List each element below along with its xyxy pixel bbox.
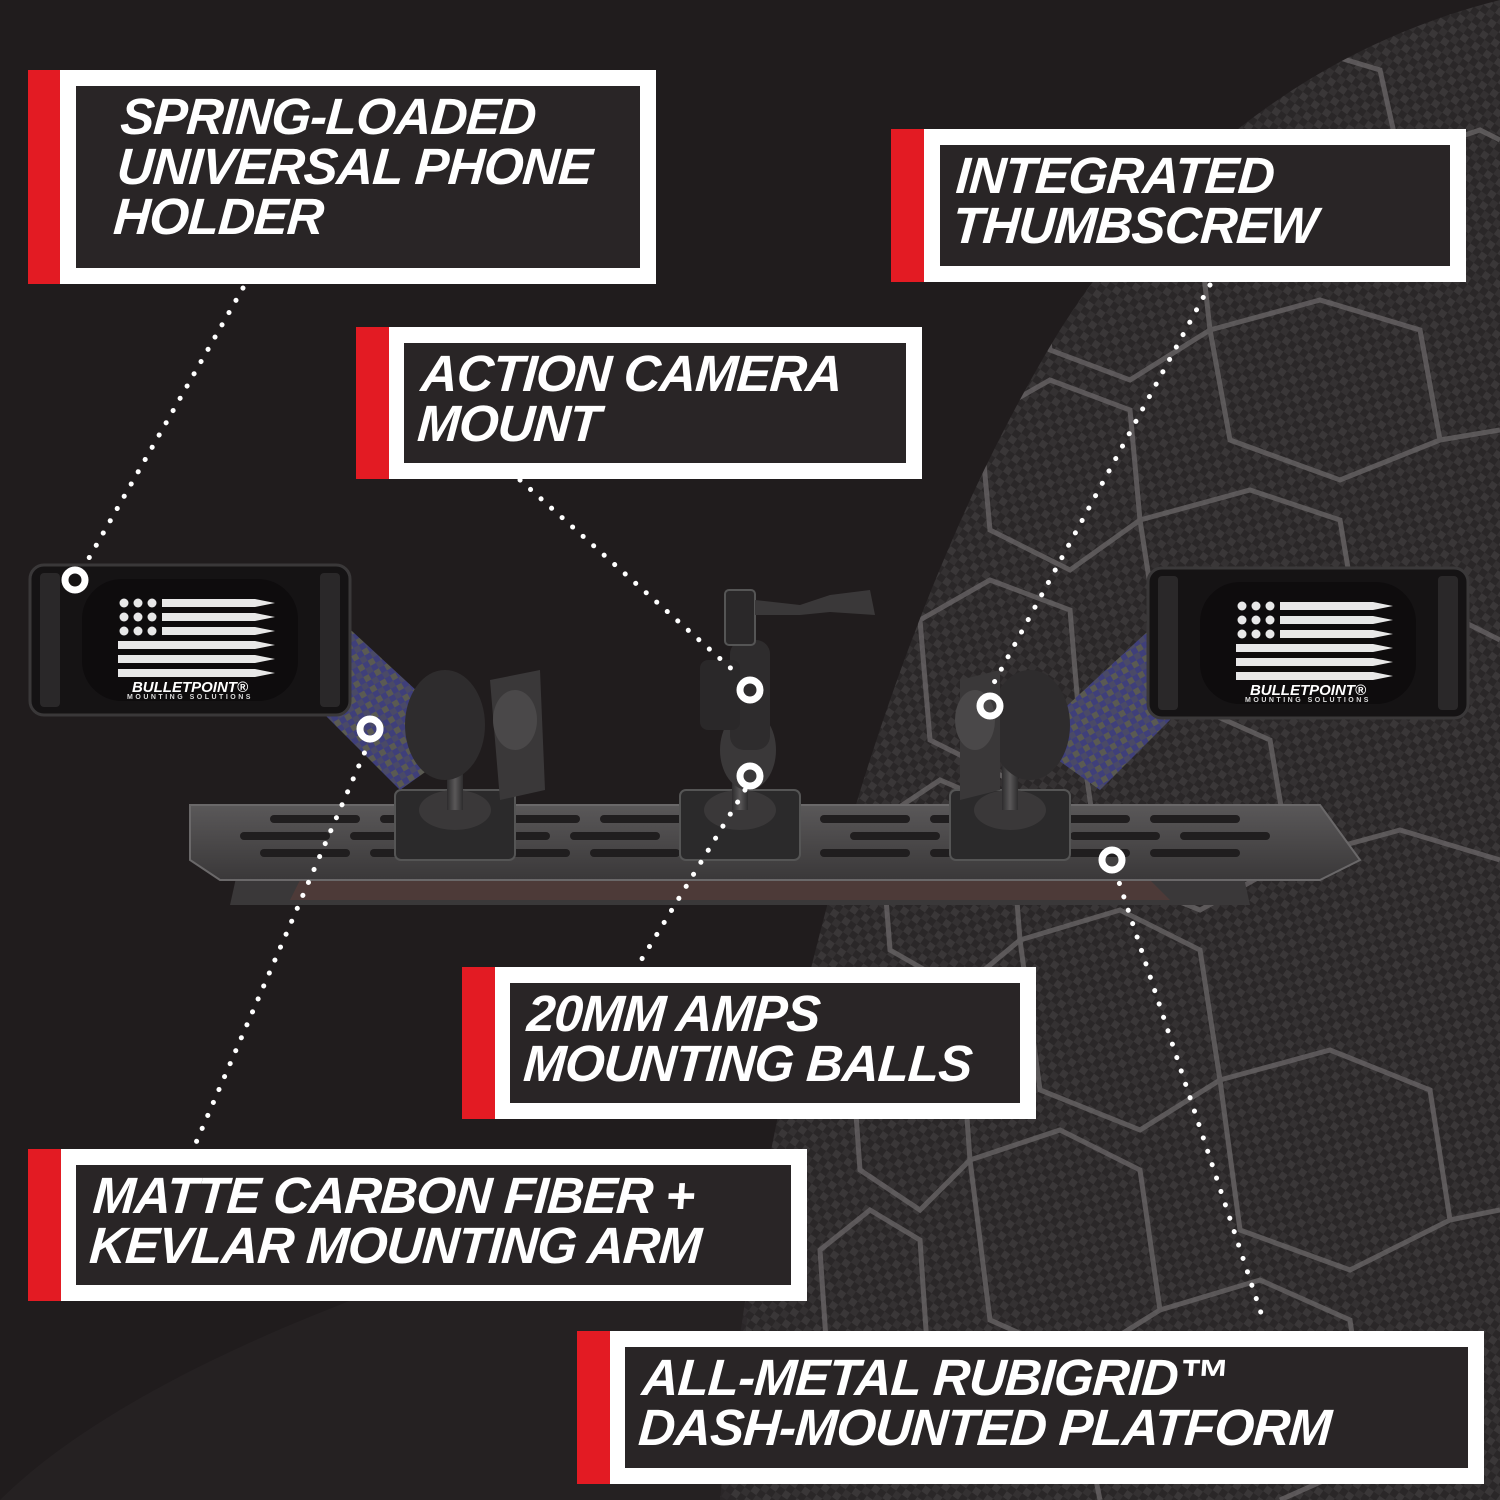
callout-mounting-balls: 20MM AMPS MOUNTING BALLS [462, 967, 1036, 1119]
accent-bar [577, 1331, 610, 1484]
callout-label: SPRING-LOADED UNIVERSAL PHONE HOLDER [111, 88, 594, 245]
callout-phone-holder: SPRING-LOADED UNIVERSAL PHONE HOLDER [28, 70, 656, 284]
accent-bar [28, 70, 60, 284]
callout-label: INTEGRATED THUMBSCREW [950, 147, 1319, 254]
callout-label: MATTE CARBON FIBER + KEVLAR MOUNTING ARM [87, 1167, 703, 1274]
svg-text:MOUNTING SOLUTIONS: MOUNTING SOLUTIONS [1245, 697, 1371, 704]
callout-camera-mount: ACTION CAMERA MOUNT [356, 327, 922, 479]
callout-label: ACTION CAMERA MOUNT [415, 345, 844, 452]
accent-bar [356, 327, 389, 479]
callout-mounting-arm: MATTE CARBON FIBER + KEVLAR MOUNTING ARM [28, 1149, 807, 1301]
svg-text:MOUNTING SOLUTIONS: MOUNTING SOLUTIONS [127, 694, 253, 701]
callout-platform: ALL-METAL RUBIGRID™ DASH-MOUNTED PLATFOR… [577, 1331, 1484, 1484]
accent-bar [891, 129, 924, 282]
brand-logo-left: BULLETPOINT® [132, 679, 249, 696]
callout-label: ALL-METAL RUBIGRID™ DASH-MOUNTED PLATFOR… [636, 1349, 1333, 1456]
callout-thumbscrew: INTEGRATED THUMBSCREW [891, 129, 1466, 282]
callout-label: 20MM AMPS MOUNTING BALLS [521, 985, 974, 1092]
accent-bar [28, 1149, 61, 1301]
brand-logo-right: BULLETPOINT® [1250, 682, 1367, 699]
accent-bar [462, 967, 495, 1119]
